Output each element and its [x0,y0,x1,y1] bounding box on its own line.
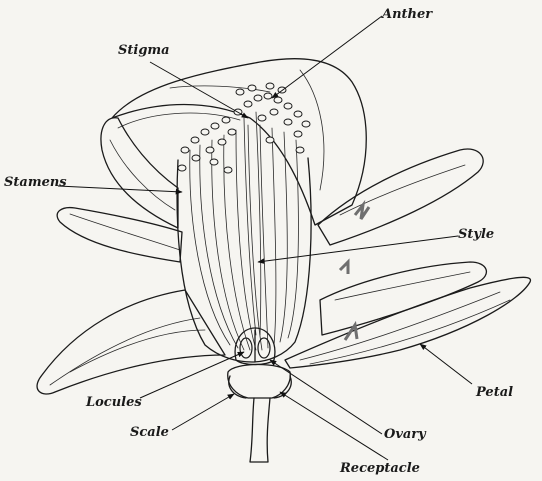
label-anther: Anther [382,8,432,21]
petal-back [112,59,366,225]
stalk [250,398,270,462]
label-receptacle: Receptacle [340,462,420,475]
label-stigma: Stigma [118,44,170,57]
pointer-petal [420,344,472,384]
locule-left [240,338,252,358]
pointer-stigma [150,62,248,118]
pointer-locules [140,352,244,398]
pointer-anther [272,16,382,98]
label-petal: Petal [476,386,513,399]
label-locules: Locules [86,396,142,409]
petal-right-middle [320,262,486,335]
pointer-style [258,236,458,262]
pointer-lines [58,16,472,460]
label-ovary: Ovary [384,428,426,441]
label-scale: Scale [130,426,169,439]
petal-left-lower [37,290,225,394]
pointer-ovary [270,360,382,434]
petal-left-upper [101,118,178,228]
label-stamens: Stamens [4,176,67,189]
label-style: Style [458,228,494,241]
pointer-scale [172,394,234,430]
